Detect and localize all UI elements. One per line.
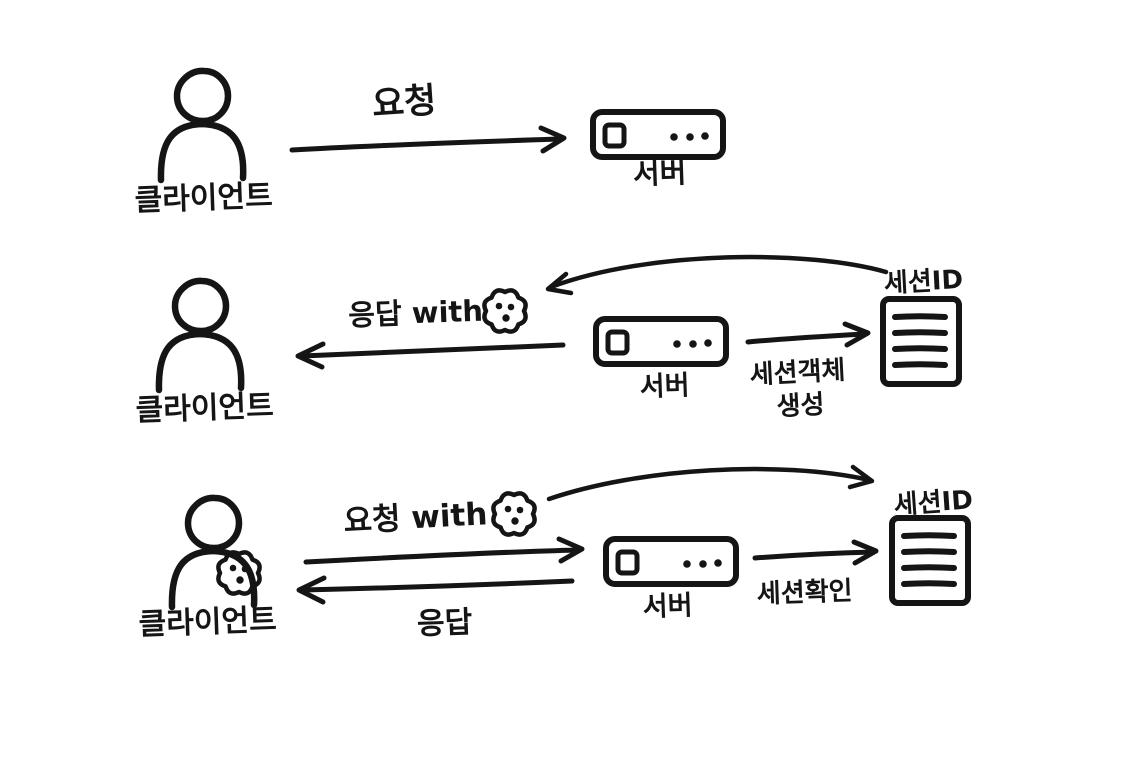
request-arrow bbox=[289, 125, 567, 154]
cookie-icon bbox=[493, 493, 534, 534]
response-arrow bbox=[296, 575, 575, 605]
document-icon bbox=[892, 518, 968, 603]
row-response-with-cookie: 클라이언트 응답 with 서버 세션객체 생성 세션ID bbox=[135, 254, 964, 429]
session-create-label-line1: 세션객체 bbox=[749, 356, 846, 391]
person-icon bbox=[161, 71, 243, 180]
session-store-label: 세션ID bbox=[893, 485, 974, 520]
server-icon bbox=[596, 319, 726, 364]
client-label: 클라이언트 bbox=[138, 603, 277, 643]
cookie-to-session-id-curved-arrow bbox=[546, 464, 875, 502]
client-label: 클라이언트 bbox=[135, 389, 274, 429]
server-label: 서버 bbox=[639, 370, 690, 403]
request-arrow-label: 요청 with bbox=[343, 496, 489, 539]
session-id-to-cookie-curved-arrow bbox=[545, 254, 889, 296]
document-icon bbox=[883, 299, 959, 384]
person-icon bbox=[159, 281, 241, 390]
row-request-with-cookie: 클라이언트 요청 with 응답 서버 세션확인 세션ID bbox=[138, 464, 974, 643]
session-check-arrow bbox=[752, 539, 879, 566]
server-label: 서버 bbox=[632, 155, 687, 191]
client-label: 클라이언트 bbox=[134, 179, 273, 219]
response-arrow bbox=[295, 341, 566, 370]
row-initial-request: 클라이언트 요청 서버 bbox=[134, 71, 723, 218]
session-check-label: 세션확인 bbox=[756, 576, 853, 609]
request-arrow-label: 요청 bbox=[371, 81, 438, 125]
server-icon bbox=[606, 539, 736, 584]
session-create-arrow bbox=[745, 321, 871, 348]
session-store-label: 세션ID bbox=[883, 265, 964, 299]
server-icon bbox=[593, 112, 723, 157]
request-arrow bbox=[303, 536, 585, 565]
response-arrow-label: 응답 with bbox=[348, 294, 484, 333]
session-create-label-line2: 생성 bbox=[776, 390, 825, 422]
cookie-icon bbox=[484, 290, 525, 331]
server-label: 서버 bbox=[642, 590, 693, 623]
response-arrow-label: 응답 bbox=[416, 605, 473, 642]
